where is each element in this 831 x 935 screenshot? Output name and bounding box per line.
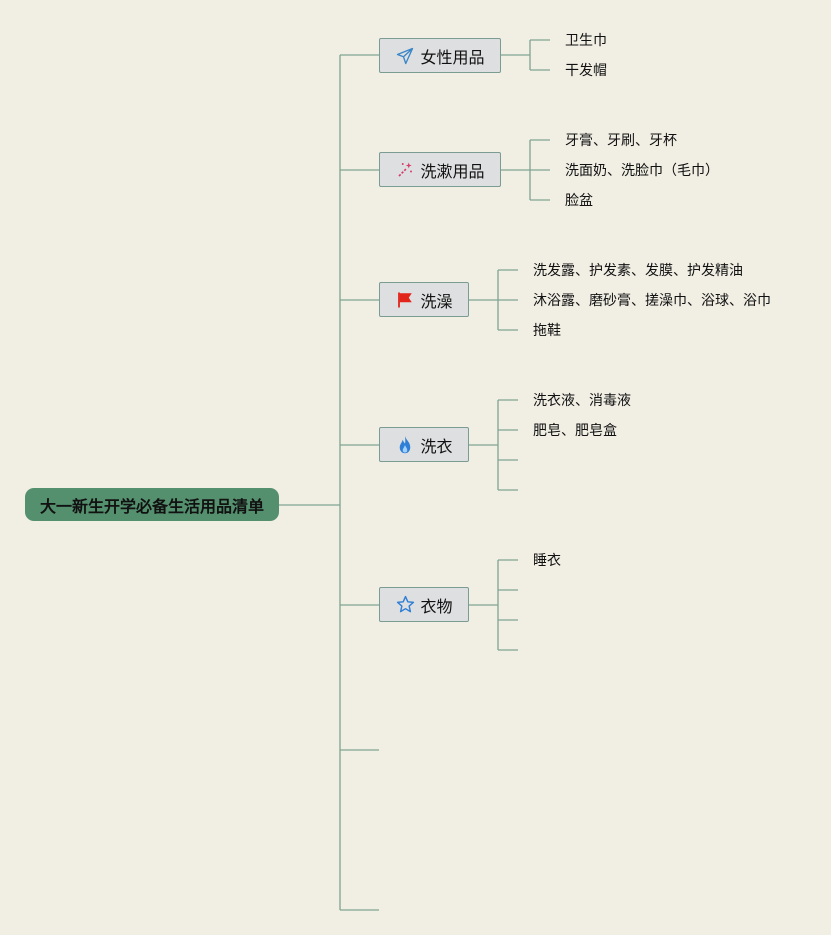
branch-label: 洗澡 (420, 291, 453, 311)
leaf-item[interactable]: 牙膏、牙刷、牙杯 (565, 133, 677, 149)
paper-plane-icon (395, 46, 415, 66)
branch-label: 衣物 (420, 596, 453, 616)
leaf-item[interactable]: 睡衣 (533, 553, 561, 569)
leaf-item[interactable]: 卫生巾 (565, 33, 607, 49)
branch-clothing[interactable]: 衣物 (379, 587, 469, 622)
sparkle-wand-icon (395, 160, 415, 180)
red-flag-icon (395, 290, 415, 310)
branch-label: 洗漱用品 (420, 161, 485, 181)
branch-laundry[interactable]: 洗衣 (379, 427, 469, 462)
star-icon (395, 595, 415, 615)
flame-icon (395, 435, 415, 455)
branch-feminine-products[interactable]: 女性用品 (379, 38, 501, 73)
leaf-item[interactable]: 干发帽 (565, 63, 607, 79)
branch-label: 女性用品 (420, 47, 485, 67)
leaf-item[interactable]: 拖鞋 (533, 323, 561, 339)
branch-toiletries[interactable]: 洗漱用品 (379, 152, 501, 187)
branch-label: 洗衣 (420, 436, 453, 456)
leaf-item[interactable]: 洗发露、护发素、发膜、护发精油 (533, 263, 743, 279)
root-topic[interactable]: 大一新生开学必备生活用品清单 (25, 488, 279, 521)
leaf-item[interactable]: 洗衣液、消毒液 (533, 393, 631, 409)
branch-bathing[interactable]: 洗澡 (379, 282, 469, 317)
leaf-item[interactable]: 脸盆 (565, 193, 593, 209)
leaf-item[interactable]: 肥皂、肥皂盒 (533, 423, 617, 439)
leaf-item[interactable]: 沐浴露、磨砂膏、搓澡巾、浴球、浴巾 (533, 293, 771, 309)
leaf-item[interactable]: 洗面奶、洗脸巾（毛巾） (565, 163, 719, 179)
